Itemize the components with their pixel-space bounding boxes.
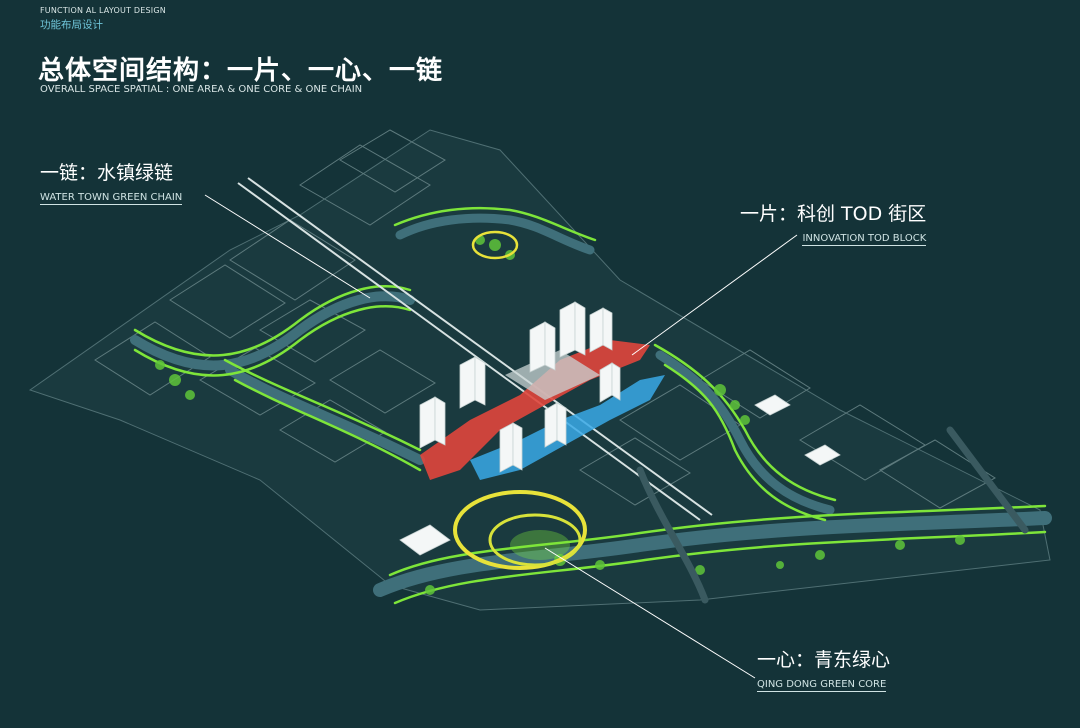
label-tod-block-cn: 一片：科创 TOD 街区 [740, 203, 927, 225]
header-english: FUNCTION AL LAYOUT DESIGN [40, 6, 166, 15]
page-title: 总体空间结构：一片、一心、一链 [38, 56, 444, 86]
label-green-core-cn: 一心：青东绿心 [757, 649, 891, 671]
green-chain [133, 206, 1047, 605]
label-green-chain-cn: 一链：水镇绿链 [40, 162, 174, 184]
leader-lines [204, 194, 798, 679]
main-roads [636, 426, 1029, 604]
label-tod-block: 一片：科创 TOD 街区 INNOVATION TOD BLOCK [740, 199, 927, 246]
label-green-core: 一心：青东绿心 QING DONG GREEN CORE [757, 645, 890, 692]
towers [399, 301, 841, 556]
tree-clusters [155, 235, 965, 595]
station-grid [505, 350, 600, 400]
label-green-chain: 一链：水镇绿链 WATER TOWN GREEN CHAIN [40, 158, 183, 205]
railway [237, 177, 713, 521]
label-green-core-en: QING DONG GREEN CORE [757, 679, 887, 692]
page-subtitle: OVERALL SPACE SPATIAL : ONE AREA & ONE C… [40, 84, 363, 95]
header-chinese: 功能布局设计 [40, 19, 103, 31]
water-channels [130, 213, 1052, 597]
label-green-chain-en: WATER TOWN GREEN CHAIN [40, 192, 183, 205]
green-core [453, 230, 587, 570]
label-tod-block-en: INNOVATION TOD BLOCK [802, 233, 927, 246]
